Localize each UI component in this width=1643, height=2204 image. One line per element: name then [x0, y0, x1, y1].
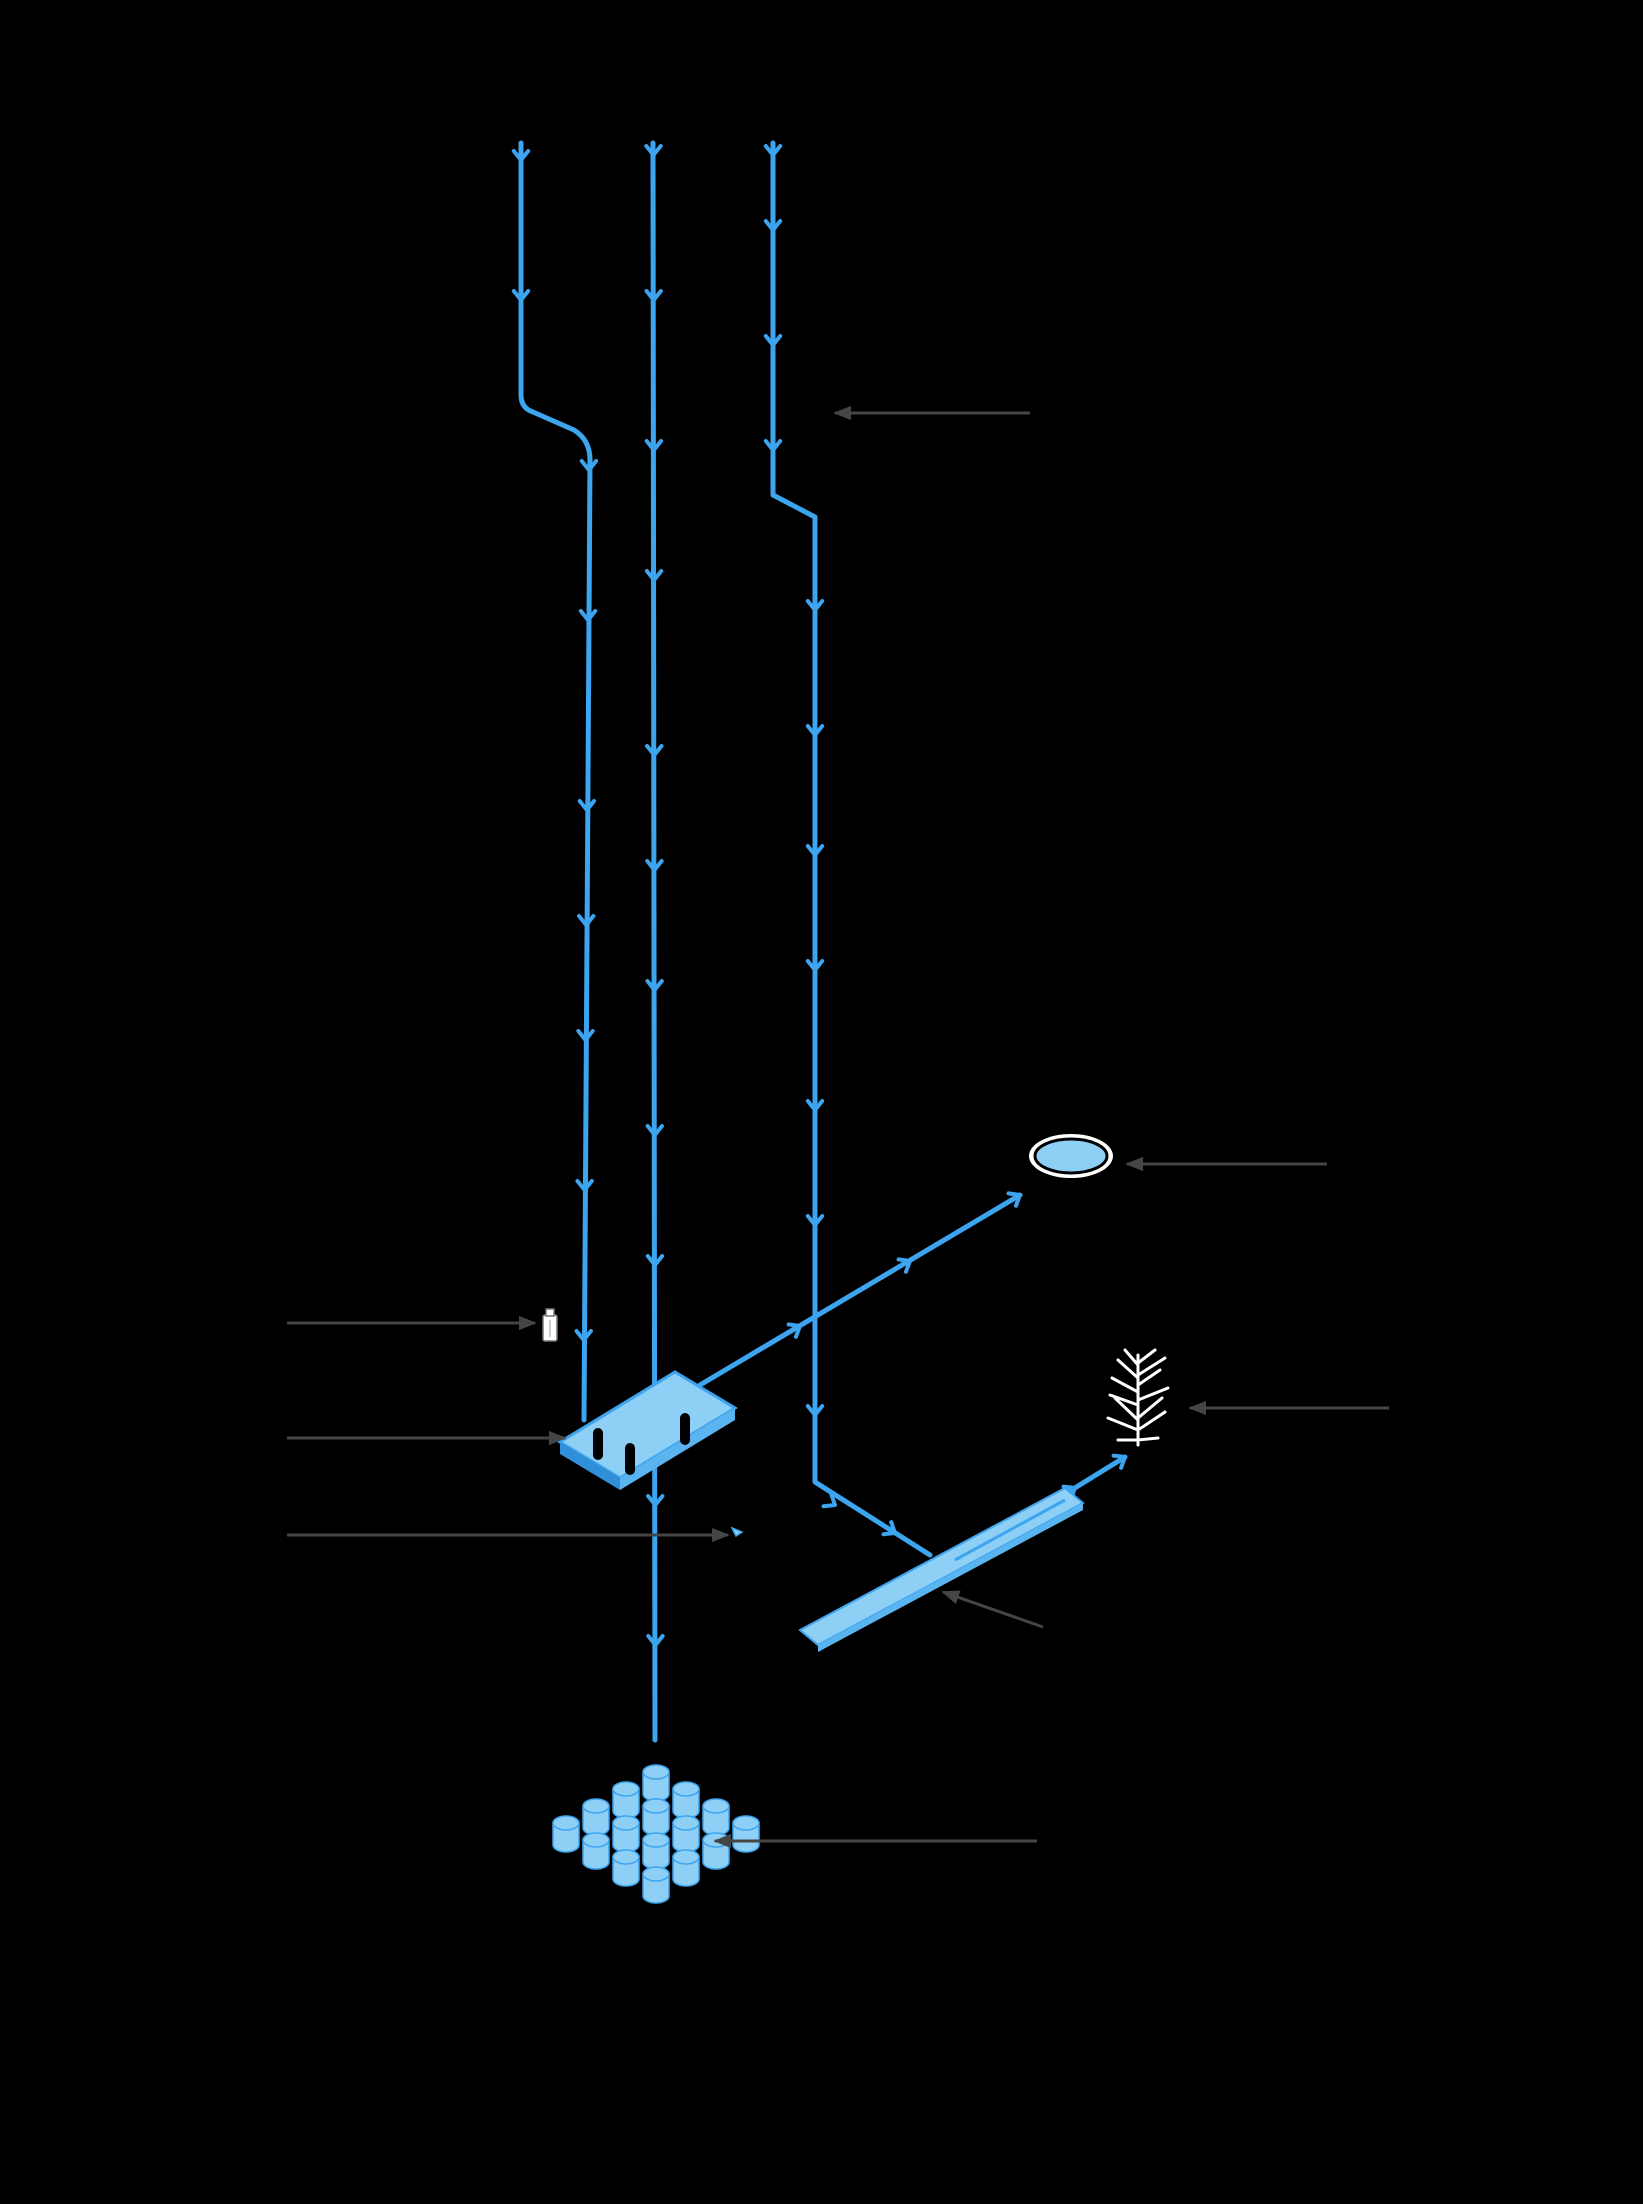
swale [798, 1486, 1085, 1652]
flow-arrow-icon [805, 1099, 825, 1112]
collection-tank [557, 1370, 738, 1490]
storage-module [612, 1781, 640, 1819]
flow-arrow-icon [763, 439, 783, 452]
flow-arrow-icon [577, 799, 597, 812]
leader-lines [287, 405, 1389, 1849]
flow-arrow-icon [805, 599, 825, 612]
flow-arrow-icon [644, 144, 663, 157]
flow-arrow-icon [578, 609, 598, 622]
flow-arrow-icon [645, 1254, 665, 1267]
storage-module [642, 1764, 670, 1802]
flow-arrow-icon [763, 219, 783, 232]
storage-module [612, 1815, 640, 1853]
downpipe-center [650, 140, 658, 1743]
storage-module [672, 1815, 700, 1853]
flow-arrow-icon [1111, 1453, 1127, 1470]
flow-arrow-icon [821, 1492, 837, 1509]
flow-arrow-icon [644, 289, 663, 302]
downpipe-left [518, 140, 593, 1423]
storage-module [582, 1832, 610, 1870]
flow-arrow-icon [896, 1257, 912, 1274]
flow-arrow-icon [511, 289, 531, 302]
bottle-icon [542, 1308, 558, 1342]
storage-module [612, 1849, 640, 1887]
storage-modules [552, 1764, 760, 1904]
flow-arrow-icon [646, 1634, 665, 1647]
flow-arrow-icon [645, 1124, 664, 1137]
water-pipes [518, 140, 1128, 1743]
flow-arrow-icon [575, 1179, 594, 1192]
storage-module [672, 1849, 700, 1887]
flow-arrow-icon [645, 744, 664, 757]
flow-arrow-icon [805, 724, 825, 737]
downpipe-right [770, 140, 933, 1558]
flow-arrow-icon [574, 1329, 593, 1342]
flow-arrow-icon [644, 439, 664, 452]
pond-feed-pipe [697, 1192, 1023, 1388]
flow-arrows [511, 144, 1127, 1647]
flow-arrow-icon [786, 1322, 802, 1339]
flow-arrow-icon [805, 1404, 825, 1417]
storage-module [672, 1781, 700, 1819]
flow-arrow-icon [763, 144, 783, 157]
pond [1029, 1134, 1113, 1178]
flow-arrow-icon [805, 844, 825, 857]
storage-module [702, 1832, 730, 1870]
flow-arrow-icon [577, 914, 596, 927]
flow-arrow-icon [579, 459, 599, 472]
flow-arrow-icon [646, 1494, 665, 1507]
flow-arrow-icon [805, 1214, 825, 1227]
flow-arrow-icon [763, 334, 783, 347]
storage-module [582, 1798, 610, 1836]
small-fitting [730, 1526, 744, 1538]
storage-module [642, 1866, 670, 1904]
storage-module [702, 1798, 730, 1836]
storage-module [642, 1798, 670, 1836]
plant-icon [1106, 1348, 1170, 1447]
flow-arrow-icon [881, 1520, 897, 1537]
leader-swale [941, 1590, 1044, 1629]
storage-module [732, 1815, 760, 1853]
flow-arrow-icon [645, 979, 664, 992]
flow-arrow-icon [805, 959, 825, 972]
flow-arrow-icon [645, 859, 664, 872]
flow-arrow-icon [644, 569, 664, 582]
flow-arrow-icon [576, 1029, 595, 1042]
storage-module [552, 1815, 580, 1853]
flow-arrow-icon [1006, 1191, 1022, 1208]
storage-module [642, 1832, 670, 1870]
flow-arrow-icon [511, 149, 531, 162]
